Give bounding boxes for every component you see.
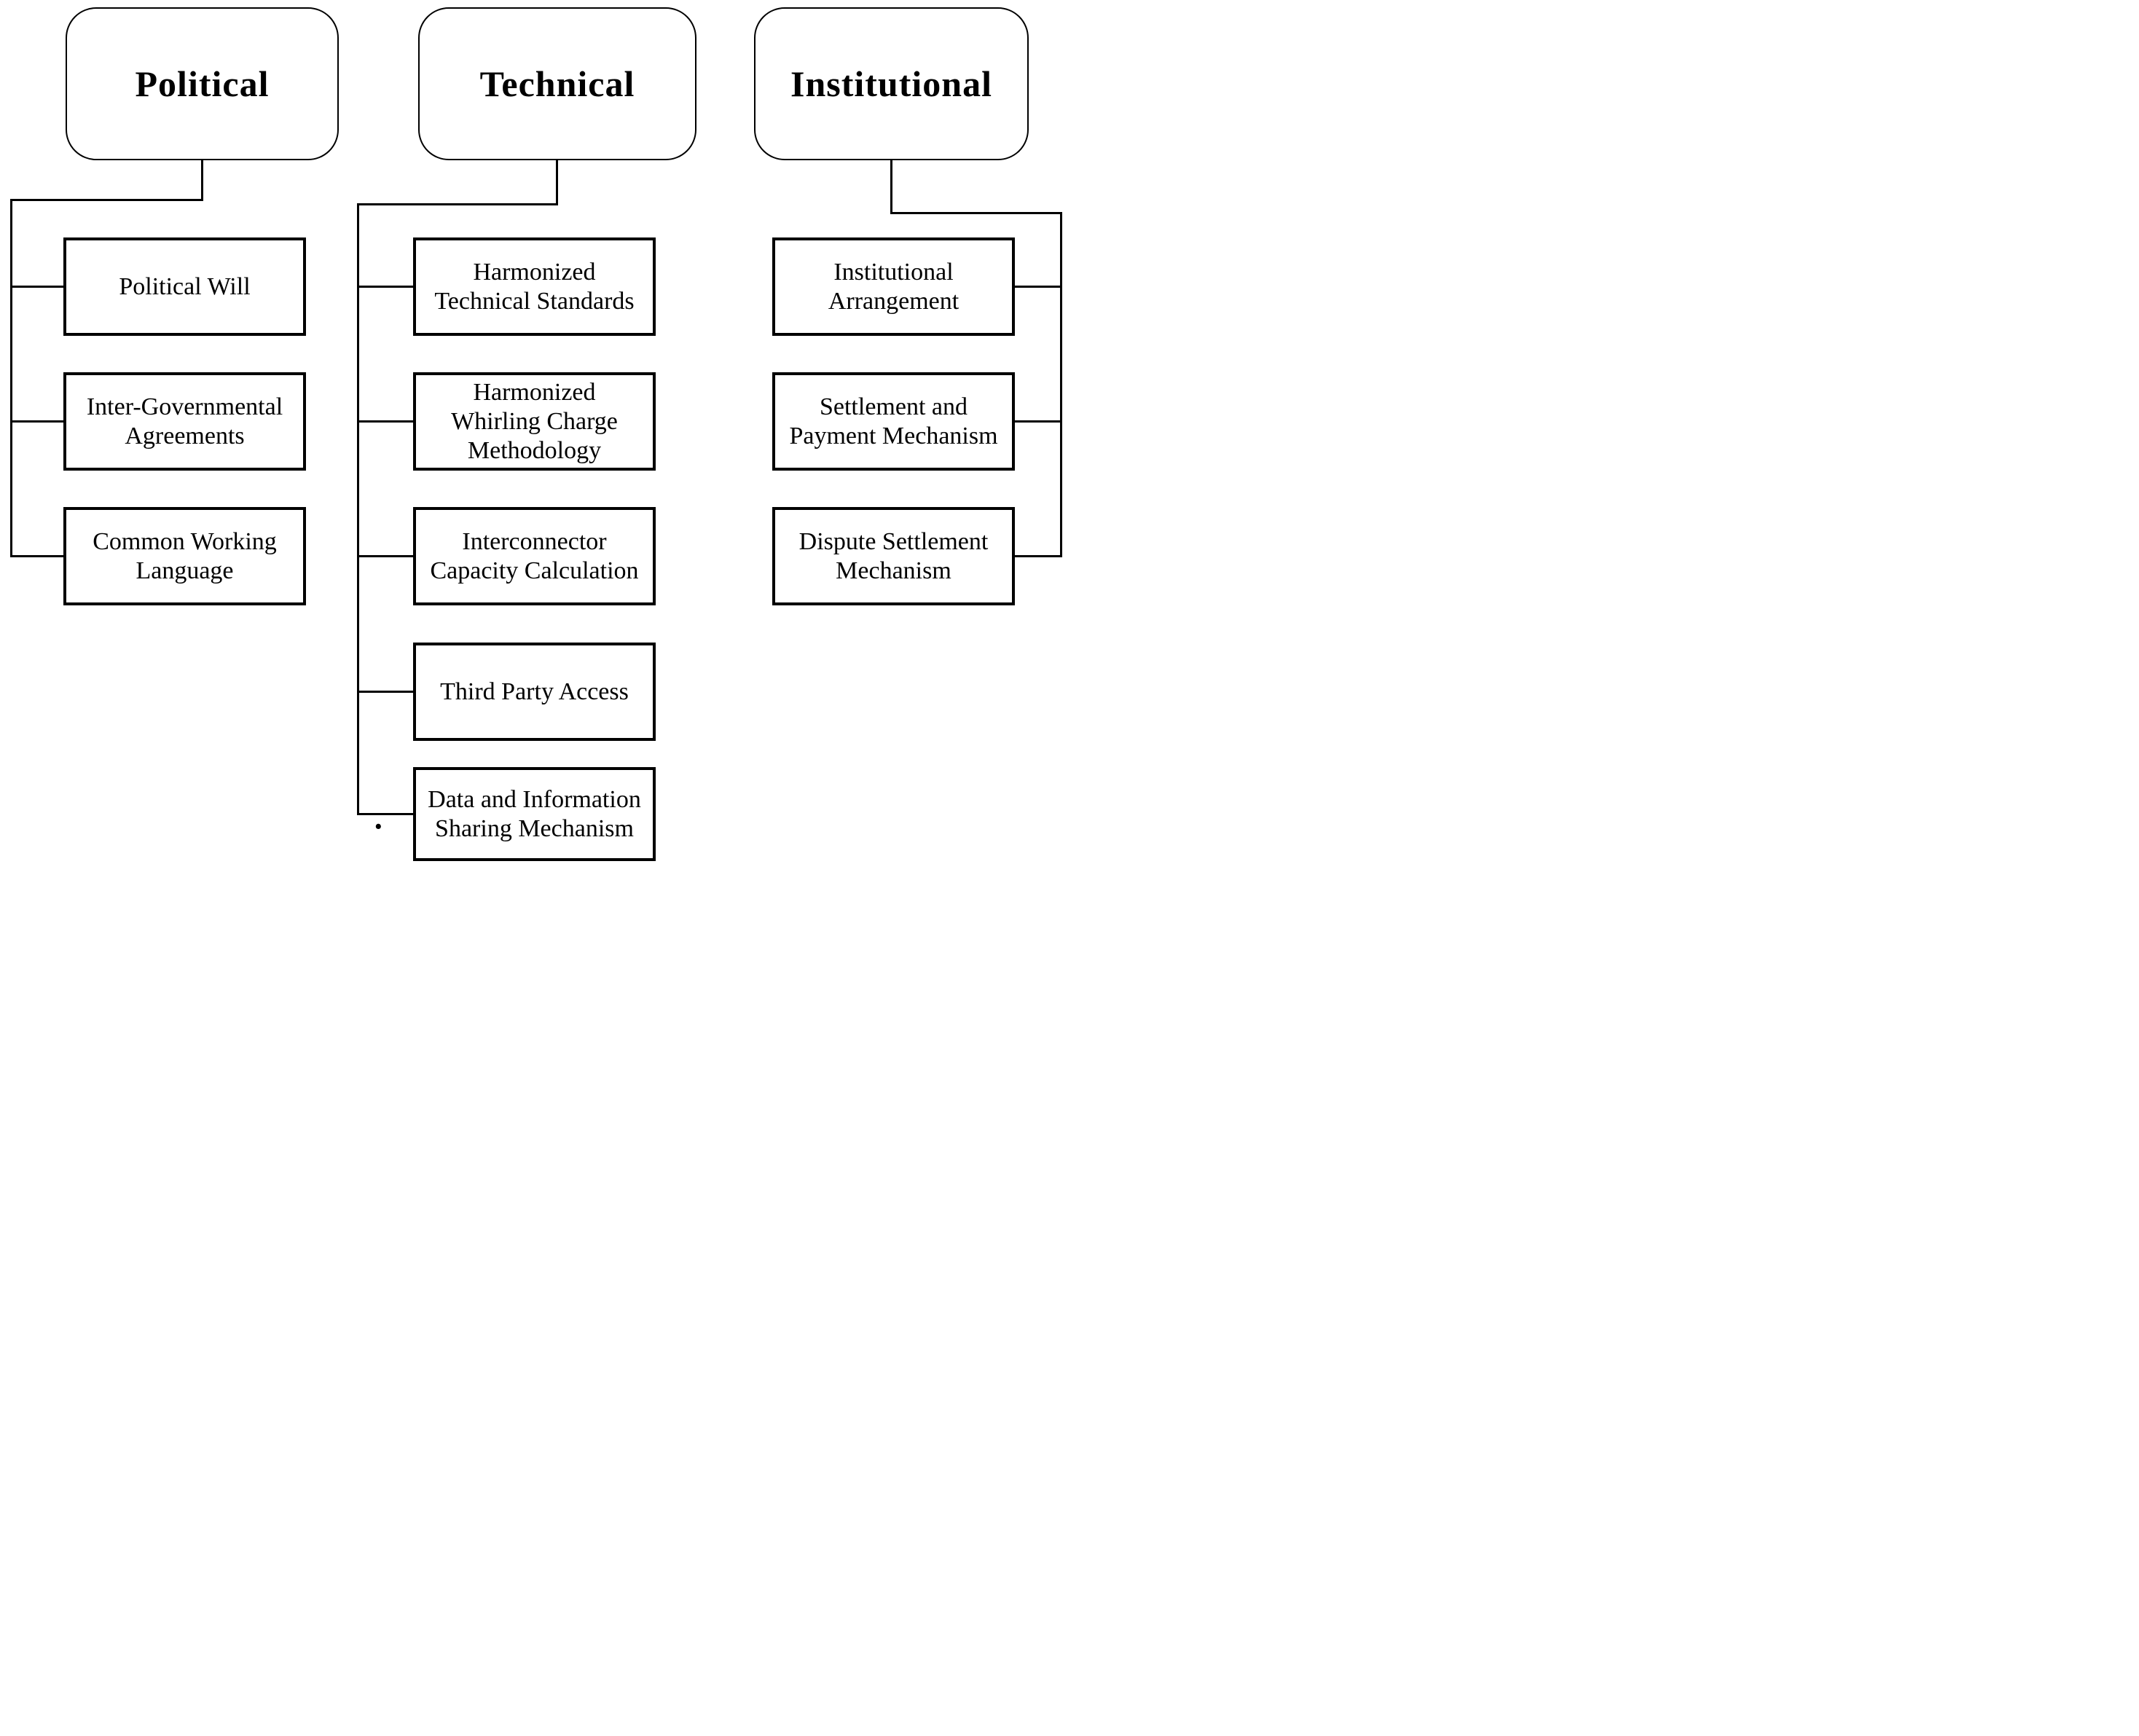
settlement-and-payment-mechanism-box: Settlement and Payment Mechanism — [772, 372, 1015, 471]
box-text-line: Data and Information — [428, 785, 641, 813]
technical-stem-line — [556, 160, 558, 205]
institutional-branch-1 — [1015, 286, 1060, 288]
institutional-branch-3 — [1015, 555, 1060, 557]
box-text-line: Settlement and — [819, 393, 968, 420]
institutional-branch-2 — [1015, 420, 1060, 423]
institutional-header-label: Institutional — [790, 63, 992, 104]
box-text-line: Mechanism — [836, 557, 951, 584]
dispute-settlement-mechanism-box: Dispute Settlement Mechanism — [772, 507, 1015, 605]
political-will-box: Political Will — [63, 237, 306, 336]
technical-branch-1 — [357, 286, 413, 288]
institutional-elbow-line — [890, 212, 1062, 214]
political-elbow-line — [10, 199, 203, 201]
institutional-rail-line — [1060, 212, 1062, 557]
stray-dot-mark: · — [373, 809, 384, 844]
box-text-line: Sharing Mechanism — [435, 814, 634, 842]
institutional-header: Institutional — [754, 7, 1029, 160]
technical-branch-2 — [357, 420, 413, 423]
technical-elbow-line — [357, 203, 558, 205]
harmonized-technical-standards-box: Harmonized Technical Standards — [413, 237, 656, 336]
inter-governmental-agreements-box: Inter-Governmental Agreements — [63, 372, 306, 471]
political-rail-line — [10, 199, 12, 557]
political-branch-3 — [10, 555, 63, 557]
box-text-line: Payment Mechanism — [789, 422, 998, 449]
institutional-arrangement-box: Institutional Arrangement — [772, 237, 1015, 336]
box-text-line: Inter-Governmental — [86, 393, 283, 420]
data-and-information-sharing-mechanism-box: Data and Information Sharing Mechanism — [413, 767, 656, 861]
third-party-access-box: Third Party Access — [413, 643, 656, 741]
political-branch-1 — [10, 286, 63, 288]
box-text-line: Whirling Charge — [451, 407, 618, 435]
box-text-line: Third Party Access — [440, 677, 629, 705]
political-branch-2 — [10, 420, 63, 423]
box-text-line: Common Working — [93, 527, 277, 555]
technical-branch-5 — [357, 813, 413, 815]
technical-header-label: Technical — [479, 63, 635, 104]
box-text-line: Harmonized — [473, 378, 596, 406]
box-text-line: Agreements — [125, 422, 245, 449]
box-text-line: Interconnector — [462, 527, 607, 555]
technical-header: Technical — [418, 7, 696, 160]
technical-rail-line — [357, 203, 359, 815]
box-text-line: Harmonized — [473, 258, 596, 286]
interconnector-capacity-calculation-box: Interconnector Capacity Calculation — [413, 507, 656, 605]
institutional-stem-line — [890, 160, 892, 214]
common-working-language-box: Common Working Language — [63, 507, 306, 605]
factors-diagram: Political Technical Institutional Politi… — [0, 0, 1070, 868]
technical-branch-4 — [357, 691, 413, 693]
political-stem-line — [201, 160, 203, 201]
harmonized-whirling-charge-methodology-box: Harmonized Whirling Charge Methodology — [413, 372, 656, 471]
box-text-line: Institutional — [833, 258, 954, 286]
box-text-line: Technical Standards — [434, 287, 635, 315]
political-header: Political — [66, 7, 339, 160]
box-text-line: Political Will — [119, 272, 251, 300]
box-text-line: Dispute Settlement — [798, 527, 989, 555]
box-text-line: Methodology — [467, 436, 602, 464]
political-header-label: Political — [135, 63, 270, 104]
box-text-line: Arrangement — [828, 287, 959, 315]
box-text-line: Language — [136, 557, 234, 584]
technical-branch-3 — [357, 555, 413, 557]
box-text-line: Capacity Calculation — [430, 557, 639, 584]
